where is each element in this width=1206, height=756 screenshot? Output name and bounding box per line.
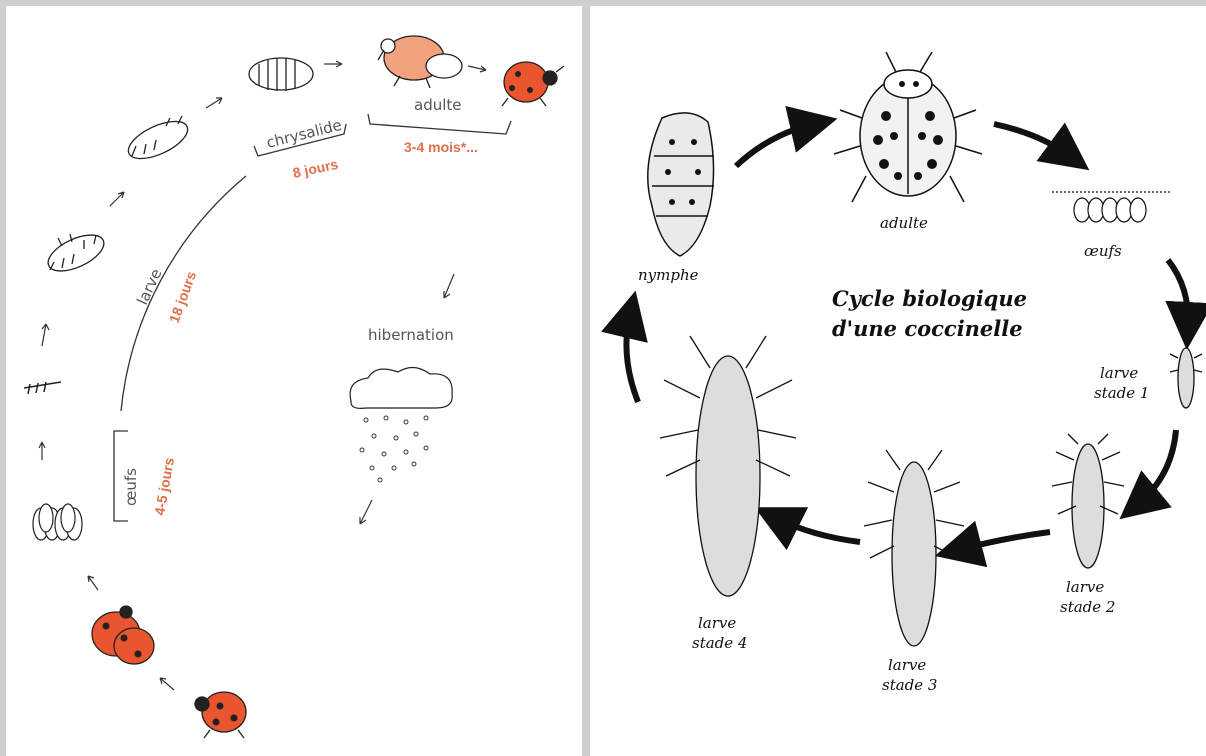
hibernation-cloud-drawing xyxy=(350,367,452,408)
label-larva3-line1: larve xyxy=(888,656,926,674)
label-larva4-line2: stade 4 xyxy=(692,634,747,652)
larva-stage3-drawing xyxy=(864,450,964,646)
stage-label-larva: larve xyxy=(133,266,165,308)
chrysalis-drawing xyxy=(249,58,313,91)
label-larva3-line2: stade 3 xyxy=(882,676,937,694)
red-adult-ladybug-drawing xyxy=(502,62,564,106)
spiny-larva-drawing xyxy=(43,228,109,279)
left-lifecycle-panel: œufs larve chrysalide adulte 4-5 jours 1… xyxy=(6,6,582,756)
snowflakes-drawing xyxy=(360,416,428,482)
duration-larva: 18 jours xyxy=(166,269,199,325)
adult-bracket xyxy=(368,114,511,134)
duration-eggs: 4-5 jours xyxy=(151,456,177,516)
eggs-drawing xyxy=(1052,192,1170,222)
diagram-title-line2: d'une coccinelle xyxy=(832,316,1023,341)
label-larva4-line1: larve xyxy=(698,614,736,632)
larva-stage1-drawing xyxy=(1170,348,1202,408)
egg-cluster-drawing xyxy=(33,504,82,540)
hibernation-label: hibernation xyxy=(368,326,454,344)
stage-label-eggs: œufs xyxy=(122,468,140,506)
late-larva-drawing xyxy=(123,114,193,166)
label-eggs: œufs xyxy=(1084,242,1122,260)
nymph-drawing xyxy=(648,113,714,256)
duration-adult: 3-4 mois*... xyxy=(404,139,478,155)
duration-chrysalis: 8 jours xyxy=(291,156,339,181)
label-larva2-line2: stade 2 xyxy=(1060,598,1115,616)
larva-stage2-drawing xyxy=(1052,434,1124,568)
left-lifecycle-diagram: œufs larve chrysalide adulte 4-5 jours 1… xyxy=(6,6,582,756)
label-larva1-line2: stade 1 xyxy=(1094,384,1149,402)
right-lifecycle-panel: Cycle biologique d'une coccinelle adulte xyxy=(590,6,1206,756)
bottom-ladybug-drawing xyxy=(195,692,246,738)
label-larva2-line1: larve xyxy=(1066,578,1104,596)
small-larva-drawing xyxy=(24,382,61,394)
right-lifecycle-diagram: Cycle biologique d'une coccinelle adulte xyxy=(590,6,1206,756)
label-larva1-line1: larve xyxy=(1100,364,1138,382)
larva-stage4-drawing xyxy=(660,336,796,596)
label-adult: adulte xyxy=(880,214,928,232)
mating-ladybugs-drawing xyxy=(92,606,154,664)
stage-label-chrysalis: chrysalide xyxy=(265,116,344,152)
emerging-adult-drawing xyxy=(378,36,462,88)
label-nymph: nymphe xyxy=(638,266,699,284)
diagram-title-line1: Cycle biologique xyxy=(832,286,1027,311)
adult-ladybug-drawing xyxy=(834,52,982,202)
stage-label-adult: adulte xyxy=(414,96,462,114)
